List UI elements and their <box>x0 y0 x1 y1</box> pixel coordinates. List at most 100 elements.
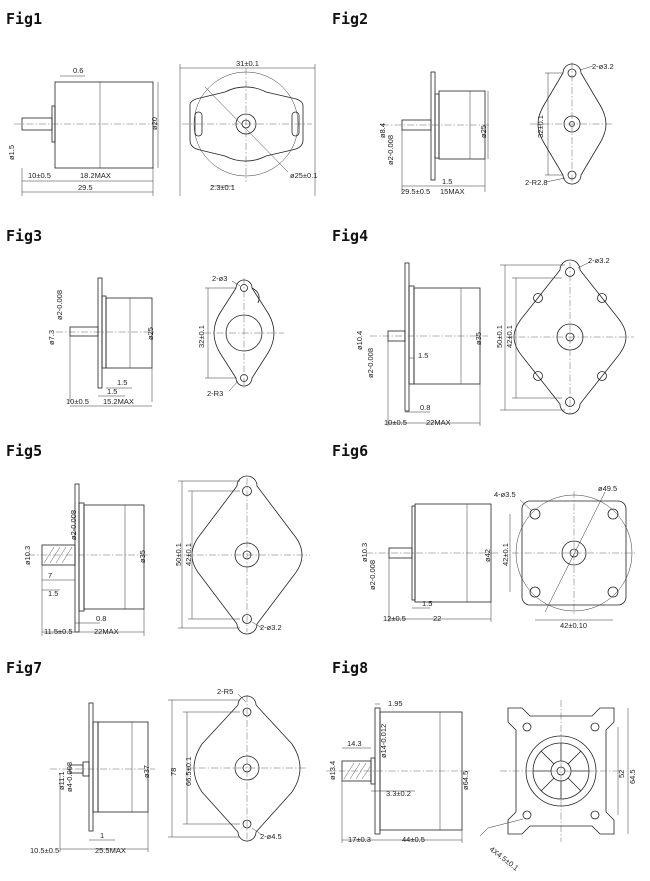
figure-5: Fig5 ø10.3 ø2-0.008 ø35 7 1.5 0.8 11.5±0… <box>6 442 310 636</box>
dim-label: ø20 <box>150 117 159 130</box>
dim-label: 7 <box>48 571 52 580</box>
dim-label: ø42 <box>483 549 492 562</box>
dim-label: 2-ø3.2 <box>588 256 610 265</box>
front-view: 2-ø3.2 32±0.1 2-R2.8 <box>525 62 614 187</box>
dim-label: ø2-0.008 <box>366 348 375 378</box>
dim-label: ø2-0.008 <box>368 560 377 590</box>
dim-label: ø49.5 <box>598 484 617 493</box>
side-view: ø10.3 ø2-0.008 ø42 1.5 12±0.5 22 <box>360 503 498 623</box>
side-view: 1.95 ø14-0.012 14.3 ø13.4 ø64.5 3.3±0.2 … <box>326 699 470 844</box>
dim-label: 2-R3 <box>207 389 223 398</box>
dim-label: 14.3 <box>347 739 362 748</box>
dim-label: ø4-0.008 <box>65 762 74 792</box>
figure-title: Fig4 <box>332 227 368 245</box>
dim-label: ø10.4 <box>355 331 364 350</box>
dim-label: 32±0.1 <box>536 115 545 138</box>
dim-label: 4-ø3.5 <box>494 490 516 499</box>
dim-label: 2-R2.8 <box>525 178 548 187</box>
dim-label: 3.3±0.2 <box>386 789 411 798</box>
dim-label: 1.5 <box>107 387 117 396</box>
figure-title: Fig2 <box>332 10 368 28</box>
figure-1: Fig1 0.6 ø20 10±0.5 18.2MAX 29.5 ø1.5 <box>6 10 317 196</box>
dim-label: 1.95 <box>388 699 403 708</box>
dim-label: 4X4.5±0.1 <box>488 844 520 872</box>
dim-label: 0.6 <box>73 66 83 75</box>
figure-title: Fig5 <box>6 442 42 460</box>
dim-label: ø25 <box>479 125 488 138</box>
dim-label: ø14-0.012 <box>379 724 388 758</box>
dim-label: ø10.3 <box>360 543 369 562</box>
front-view: 2-ø3.2 50±0.1 42±0.1 <box>495 256 634 415</box>
front-view: 4-ø3.5 ø49.5 42±0.1 42±0.10 <box>494 484 636 630</box>
dim-label: 15.2MAX <box>103 397 134 406</box>
dim-label: 2.3±0.1 <box>210 183 235 192</box>
dim-label: ø7.3 <box>47 330 56 345</box>
side-view: ø10.3 ø2-0.008 ø35 7 1.5 0.8 11.5±0.5 22… <box>23 483 150 636</box>
dim-label: 0.8 <box>420 403 430 412</box>
front-view: 52 64.5 4X4.5±0.1 <box>479 700 637 873</box>
side-view: 0.6 ø20 10±0.5 18.2MAX 29.5 ø1.5 <box>7 66 160 196</box>
figure-8: Fig8 1.95 ø14-0.012 14.3 ø13.4 ø64.5 3.3… <box>326 659 637 873</box>
dim-label: 1.5 <box>117 378 127 387</box>
front-view: 31±0.1 ø25±0.1 2.3±0.1 <box>179 59 317 196</box>
figure-3: Fig3 ø7.3 ø2-0.008 ø25 1.5 1.5 10±0.5 15… <box>6 227 284 407</box>
dim-label: 64.5 <box>628 769 637 784</box>
dim-label: 2-R5 <box>217 687 233 696</box>
dim-label: ø10.3 <box>23 546 32 565</box>
dim-label: 10±0.5 <box>66 397 89 406</box>
dim-label: 1.5 <box>418 351 428 360</box>
dim-label: ø8.4 <box>378 123 387 138</box>
dim-label: 42±0.1 <box>501 543 510 566</box>
dim-label: 29.5 <box>78 183 93 192</box>
side-view: ø8.4 ø2-0.008 ø25 1.5 29.5±0.5 15MAX <box>378 71 490 196</box>
dim-label: 42±0.1 <box>505 325 514 348</box>
dim-label: ø1.5 <box>7 145 16 160</box>
dim-label: 1 <box>100 831 104 840</box>
side-view: ø11.1 ø4-0.008 ø37 1 10.5±0.5 25.5MAX <box>30 702 155 855</box>
dim-label: 22MAX <box>94 627 119 636</box>
dim-label: 50±0.1 <box>495 325 504 348</box>
dim-label: 2-ø3 <box>212 274 227 283</box>
dim-label: 1.5 <box>48 589 58 598</box>
dim-label: 52 <box>617 770 626 778</box>
dim-label: 18.2MAX <box>80 171 111 180</box>
dim-label: 17±0.3 <box>348 835 371 844</box>
dim-label: 29.5±0.5 <box>401 187 430 196</box>
dim-label: 15MAX <box>440 187 465 196</box>
dim-label: 42±0.10 <box>560 621 587 630</box>
dim-label: 50±0.1 <box>174 543 183 566</box>
side-view: ø10.4 ø2-0.008 ø35 1.5 0.8 10±0.5 22MAX <box>355 262 488 427</box>
dim-label: 44±0.5 <box>402 835 425 844</box>
dim-label: 12±0.5 <box>383 614 406 623</box>
dim-label: ø25 <box>146 327 155 340</box>
dim-label: ø35 <box>474 332 483 345</box>
dim-label: 78 <box>169 768 178 776</box>
dim-label: ø2-0.008 <box>386 135 395 165</box>
figure-title: Fig1 <box>6 10 42 28</box>
dim-label: 1.5 <box>422 599 432 608</box>
dim-label: ø13.4 <box>328 761 337 780</box>
figure-7: Fig7 ø11.1 ø4-0.008 ø37 1 10.5±0.5 25.5M… <box>6 659 308 855</box>
dim-label: 25.5MAX <box>95 846 126 855</box>
dim-label: 10±0.5 <box>28 171 51 180</box>
figure-title: Fig6 <box>332 442 368 460</box>
dim-label: ø35 <box>138 550 147 563</box>
dim-label: 32±0.1 <box>197 325 206 348</box>
figure-title: Fig3 <box>6 227 42 245</box>
dim-label: ø11.1 <box>57 771 66 790</box>
dim-label: 66.5±0.1 <box>184 757 193 786</box>
dim-label: 10±0.5 <box>384 418 407 427</box>
dim-label: 1.5 <box>442 177 452 186</box>
figure-title: Fig8 <box>332 659 368 677</box>
dim-label: 10.5±0.5 <box>30 846 59 855</box>
dim-label: ø25±0.1 <box>290 171 317 180</box>
front-view: 2-R5 78 66.5±0.1 2-ø4.5 <box>168 687 308 842</box>
figure-title: Fig7 <box>6 659 42 677</box>
dim-label: 2-ø3.2 <box>592 62 614 71</box>
dim-label: ø37 <box>142 765 151 778</box>
dim-label: 22MAX <box>426 418 451 427</box>
dim-label: 22 <box>433 614 441 623</box>
side-view: ø7.3 ø2-0.008 ø25 1.5 1.5 10±0.5 15.2MAX <box>47 277 156 407</box>
dim-label: 0.8 <box>96 614 106 623</box>
